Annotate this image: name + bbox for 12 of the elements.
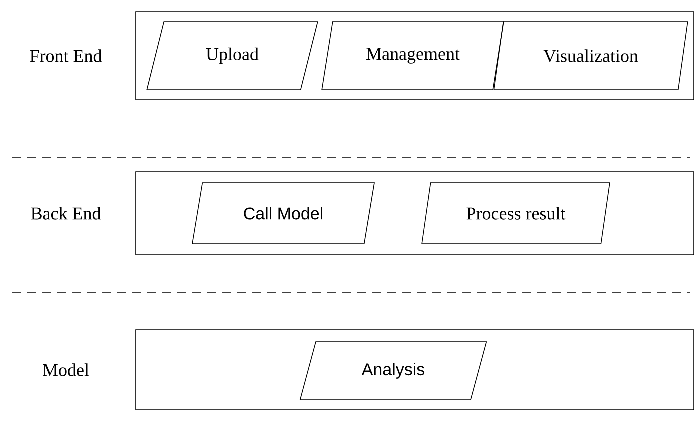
parallelogram-box: Process result [422, 182, 610, 244]
parallelogram-box: Upload [146, 22, 318, 90]
layer-box [136, 172, 694, 256]
layer-label: Model [43, 364, 90, 376]
layer-label: Back End [31, 207, 102, 220]
parallelogram-box: Management [322, 22, 504, 90]
parallelogram-box: Visualization [494, 22, 688, 90]
layer-box [136, 330, 694, 410]
parallelogram-box: Call Model [192, 182, 375, 244]
parallelogram-box: Analysis [300, 342, 488, 400]
layer-box [136, 12, 694, 100]
layer-label: Front End [30, 50, 102, 62]
